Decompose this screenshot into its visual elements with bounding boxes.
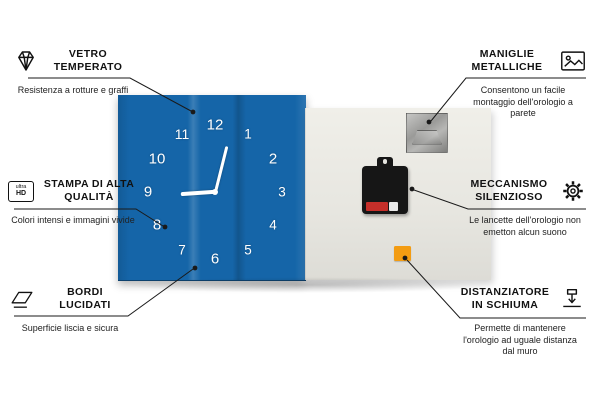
clock-mechanism	[362, 157, 408, 214]
ultra-hd-icon: ultra HD	[8, 180, 34, 202]
battery-cap	[389, 202, 398, 211]
callout-description: Superficie liscia e sicura	[21, 323, 119, 333]
product-shadow	[122, 277, 494, 293]
wall-spacer-icon	[560, 288, 584, 310]
callout-title: MECCANISMO SILENZIOSO	[470, 177, 548, 203]
callout-title: DISTANZIATORE IN SCHIUMA	[460, 285, 550, 311]
ultra-hd-icon-text: HD	[15, 190, 27, 198]
canvas-fold-highlight	[118, 95, 306, 280]
callout-tempered-glass: VETRO TEMPERATO Resistenza a rotture e g…	[14, 46, 132, 97]
callout-title: VETRO TEMPERATO	[53, 47, 123, 73]
clock-number: 2	[268, 150, 278, 168]
clock-number: 3	[278, 184, 286, 200]
callout-metal-handles: MANIGLIE METALLICHE Consentono un facile…	[460, 46, 586, 120]
battery	[366, 202, 388, 211]
callout-print-quality: ultra HD STAMPA DI ALTA QUALITÀ Colori i…	[8, 176, 138, 227]
hanger-slot	[412, 130, 442, 145]
clock-number: 4	[269, 217, 277, 233]
clock-number: 7	[178, 242, 186, 258]
callout-title: BORDI LUCIDATI	[59, 285, 111, 311]
callout-silent-mechanism: MECCANISMO SILENZIOSO Le lancette dell'o…	[464, 176, 586, 238]
ultra-hd-icon-text: ultra	[15, 183, 27, 190]
callout-foam-spacer: DISTANZIATORE IN SCHIUMA Permette di man…	[456, 284, 584, 358]
callout-description: Le lancette dell'orologio non emetton al…	[469, 215, 581, 237]
clock-number: 6	[210, 250, 220, 268]
foam-spacer	[394, 246, 411, 261]
mechanism-hook-hole	[383, 159, 387, 164]
mechanism-hook	[377, 157, 393, 168]
diamond-icon	[14, 50, 38, 72]
clock-number: 5	[244, 242, 252, 258]
clock-front-view: 12 1 2 3 4 5 6 7 8 9 10 11	[118, 95, 306, 281]
clock-number: 10	[148, 150, 166, 168]
callout-title: STAMPA DI ALTA QUALITÀ	[43, 177, 135, 203]
callout-title: MANIGLIE METALLICHE	[471, 47, 543, 73]
callout-polished-edges: BORDI LUCIDATI Superficie liscia e sicur…	[10, 284, 130, 335]
clock-number: 8	[152, 216, 162, 234]
callout-description: Colori intensi e immagini vivide	[11, 215, 135, 225]
gear-icon	[560, 178, 586, 204]
clock-number: 12	[206, 116, 224, 134]
callout-description: Consentono un facile montaggio dell'orol…	[473, 85, 573, 119]
clock-number: 9	[143, 183, 153, 201]
clock-hands-pivot	[212, 189, 218, 195]
polished-edge-icon	[10, 288, 34, 310]
clock-number: 11	[174, 126, 190, 142]
callout-description: Permette di mantenere l'orologio ad ugua…	[463, 323, 577, 357]
callout-description: Resistenza a rotture e graffi	[17, 85, 129, 95]
metal-hanger-plate	[406, 113, 448, 153]
clock-number: 1	[244, 126, 252, 142]
picture-frame-icon	[560, 50, 586, 72]
